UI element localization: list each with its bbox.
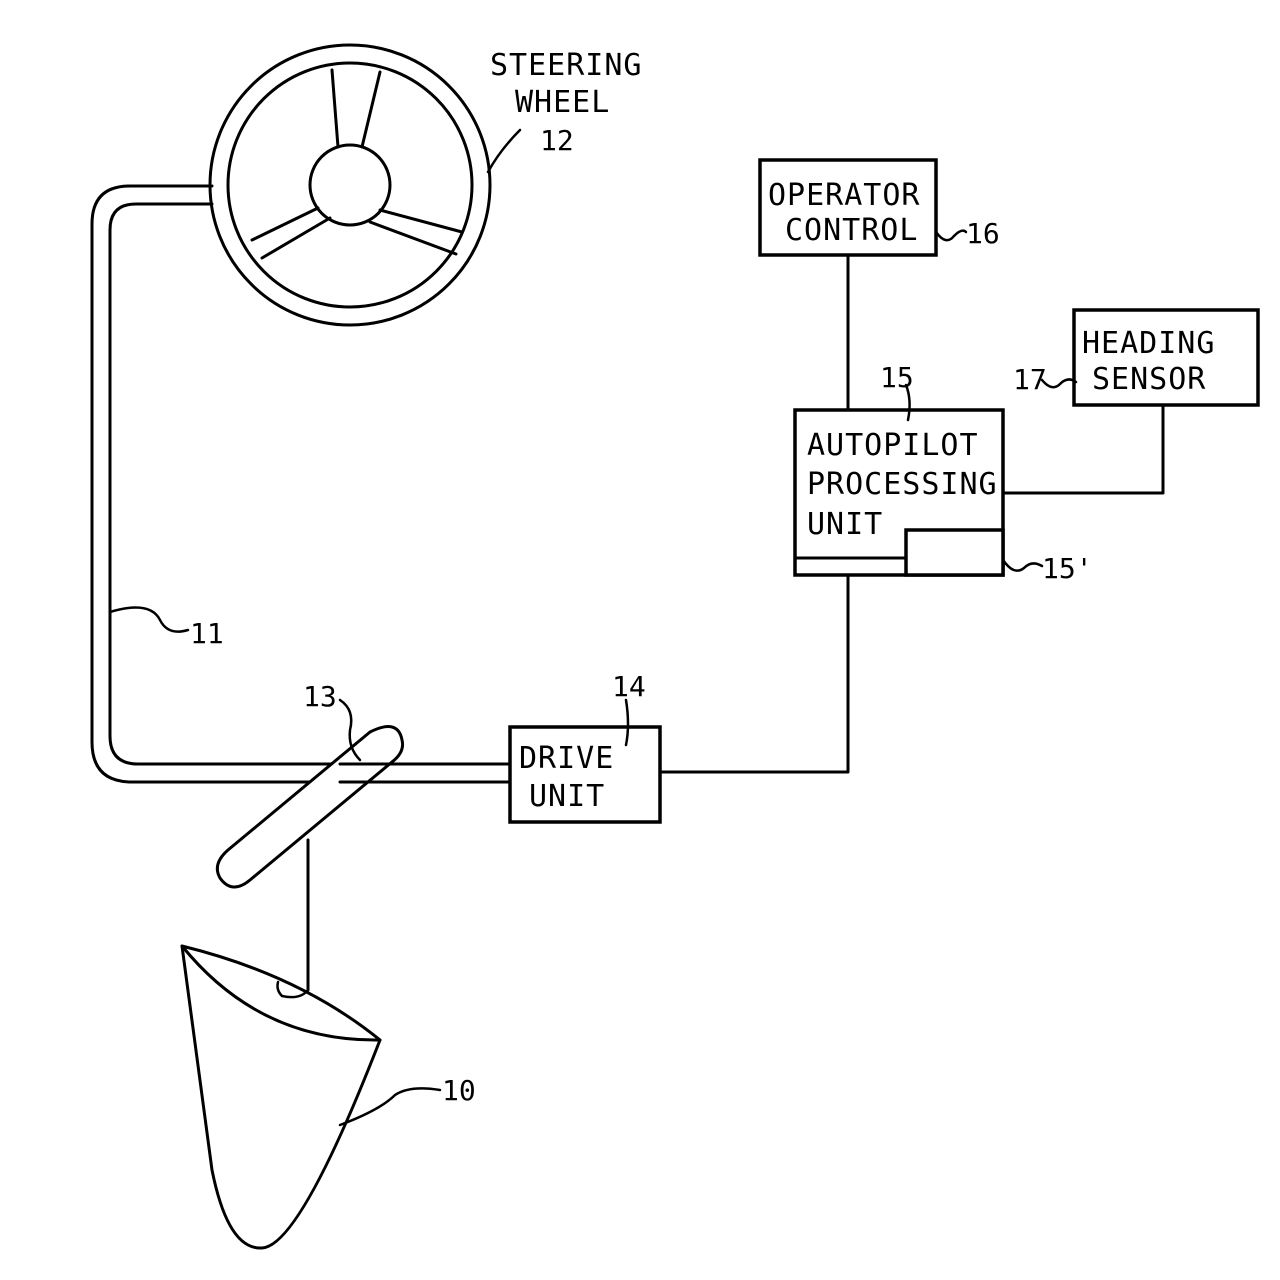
steering-wheel [210,45,490,325]
steering-cable [92,186,510,782]
cable-ref: 11 [190,617,224,650]
operator-control-ref: 16 [966,217,1000,250]
drive-unit-ref: 14 [612,670,646,703]
autopilot-label-2: PROCESSING [807,467,998,502]
rudder [182,946,380,1248]
heading-sensor-ref: 17 [1013,363,1047,396]
autopilot-label-3: UNIT [807,507,883,542]
steering-wheel-label-1: STEERING [490,48,643,83]
autopilot-label-1: AUTOPILOT [807,428,979,463]
operator-control-label-1: OPERATOR [768,178,921,213]
rudder-ref: 10 [442,1074,476,1107]
heading-sensor-label-2: SENSOR [1092,362,1206,397]
steering-wheel-label-2: WHEEL [515,85,610,120]
drive-unit-label-1: DRIVE [519,741,614,776]
leader-lines [110,130,1076,1125]
autopilot-ref: 15 [880,361,914,394]
operator-control-label-2: CONTROL [785,213,918,248]
steering-wheel-ref: 12 [540,124,574,157]
autopilot-sub-ref: 15' [1042,552,1093,585]
rudder-arm [217,727,402,990]
rudder-arm-ref: 13 [303,680,337,713]
drive-unit-label-2: UNIT [529,779,605,814]
heading-sensor-label-1: HEADING [1082,326,1215,361]
